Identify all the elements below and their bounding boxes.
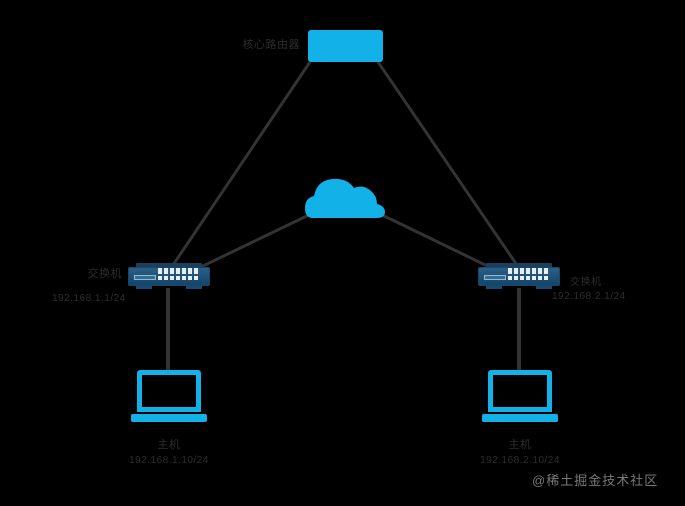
- switch-port: [514, 276, 518, 280]
- switch-port: [188, 276, 192, 280]
- router-node[interactable]: [308, 30, 383, 62]
- switch-port: [514, 268, 518, 274]
- switch-port: [170, 276, 174, 280]
- switch-port: [520, 276, 524, 280]
- pc-left-lid: [137, 370, 201, 412]
- switch-right-top-strip: [486, 263, 552, 269]
- switch-port: [158, 276, 162, 280]
- switch-port: [526, 268, 530, 274]
- switch-port: [176, 268, 180, 274]
- switch-left-display: [134, 275, 156, 280]
- switch-left-port-row-upper: [158, 268, 198, 274]
- pc-right-node[interactable]: [482, 370, 558, 422]
- switch-port: [520, 268, 524, 274]
- switch-port: [508, 276, 512, 280]
- switch-right-foot-right: [536, 286, 552, 289]
- pc-left-node[interactable]: [131, 370, 207, 422]
- link-switch-right-to-router: [376, 61, 521, 269]
- pc-left-base: [131, 414, 207, 422]
- switch-port: [532, 268, 536, 274]
- switch-port: [182, 276, 186, 280]
- pc-right-hinge-notch: [513, 412, 527, 414]
- switch-right-foot-left: [486, 286, 502, 289]
- switch-left-foot-left: [136, 286, 152, 289]
- cloud-shape: [305, 178, 385, 218]
- pc-right-label: 主机: [508, 439, 532, 451]
- switch-port: [194, 268, 198, 274]
- switch-port: [194, 276, 198, 280]
- switch-left-foot-right: [186, 286, 202, 289]
- switch-port: [182, 268, 186, 274]
- switch-left-port-row-lower: [158, 276, 198, 280]
- router-label: 核心路由器: [242, 39, 300, 51]
- switch-right-port-row-upper: [508, 268, 548, 274]
- switch-port: [188, 268, 192, 274]
- pc-left-label: 主机: [157, 439, 181, 451]
- switch-right-port-row-lower: [508, 276, 548, 280]
- switch-port: [170, 268, 174, 274]
- switch-port: [526, 276, 530, 280]
- switch-left-sub-label: 192.168.1.1/24: [52, 293, 126, 304]
- pc-right-sub-label: 192.168.2.10/24: [480, 455, 560, 466]
- switch-port: [544, 276, 548, 280]
- switch-right-label: 交换机: [570, 277, 602, 288]
- pc-left-sub-label: 192.168.1.10/24: [129, 455, 209, 466]
- switch-port: [164, 268, 168, 274]
- switch-right-sub-label: 192.168.2.1/24: [552, 291, 626, 302]
- switch-left-top-strip: [136, 263, 202, 269]
- switch-left-node[interactable]: [128, 263, 210, 289]
- switch-right-display: [484, 275, 506, 280]
- switch-port: [538, 268, 542, 274]
- link-switch-left-to-cloud: [179, 211, 314, 279]
- pc-left-screen: [142, 375, 196, 407]
- link-switch-left-to-router: [169, 61, 312, 269]
- switch-port: [158, 268, 162, 274]
- pc-left-hinge-notch: [162, 412, 176, 414]
- pc-right-screen: [493, 375, 547, 407]
- switch-right-node[interactable]: [478, 263, 560, 289]
- cloud-node[interactable]: [305, 178, 385, 218]
- switch-port: [164, 276, 168, 280]
- switch-port: [532, 276, 536, 280]
- switch-port: [538, 276, 542, 280]
- switch-port: [176, 276, 180, 280]
- pc-right-lid: [488, 370, 552, 412]
- switch-port: [508, 268, 512, 274]
- watermark-text: @稀土掘金技术社区: [532, 473, 659, 488]
- switch-left-label: 交换机: [87, 268, 122, 280]
- pc-right-base: [482, 414, 558, 422]
- switch-port: [544, 268, 548, 274]
